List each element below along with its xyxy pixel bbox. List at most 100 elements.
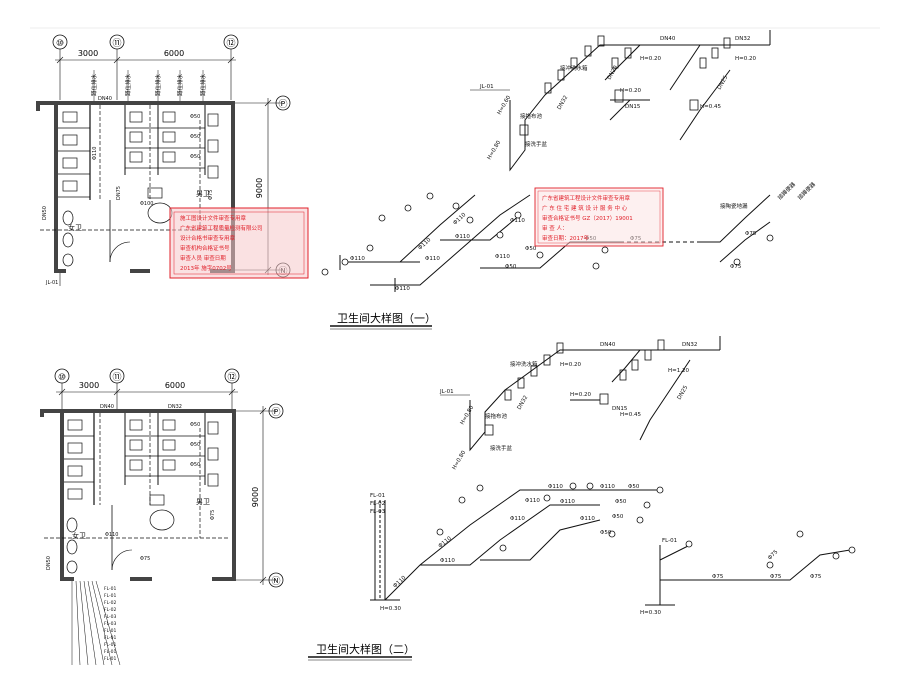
pipe-size-label: DN32 bbox=[682, 342, 697, 348]
pipe-label: Φ50 bbox=[190, 442, 200, 448]
axis-circle bbox=[268, 572, 284, 588]
riser-label: FL-01 bbox=[370, 493, 385, 499]
riser-label: JL-01 bbox=[439, 389, 454, 395]
grid-axes-top-1 bbox=[52, 34, 239, 50]
stamp-text: 审查合格证书号 GZ（2017）19001 bbox=[542, 214, 633, 222]
axis-label: ⑩ bbox=[58, 373, 66, 383]
riser-label: FL-03 bbox=[104, 621, 117, 627]
drawing-title: 卫生间大样图（二） bbox=[316, 642, 415, 656]
pipe-size-label: DN32 bbox=[735, 36, 750, 42]
dimension-line-right-2 bbox=[235, 406, 276, 585]
riser-label: FL-02 bbox=[104, 600, 117, 606]
note-label: 接陶瓷地漏 bbox=[720, 202, 748, 210]
note-label: 接蹲便器 bbox=[796, 180, 818, 202]
pipe-size-label: Φ110 bbox=[560, 499, 575, 505]
pipe-size-label: DN40 bbox=[660, 36, 676, 42]
height-label: H=0.20 bbox=[570, 392, 591, 398]
pipe-size-label: Φ75 bbox=[810, 574, 822, 580]
riser-label: FL-02 bbox=[104, 607, 117, 613]
axis-circle bbox=[275, 95, 291, 111]
height-label: H=0.80 bbox=[452, 449, 468, 471]
pipe-label: DN50 bbox=[46, 556, 52, 570]
pipe-size-label: Φ110 bbox=[425, 256, 440, 262]
fixture-markers-2 bbox=[484, 339, 665, 436]
dimension-text: 9000 bbox=[255, 178, 264, 198]
pipe-label: DN40 bbox=[100, 404, 114, 410]
pipe-size-label: Φ50 bbox=[600, 530, 612, 536]
drain-markers-2 bbox=[436, 482, 856, 569]
fixture-markers-1 bbox=[519, 35, 731, 136]
pipe-size-label: Φ110 bbox=[510, 516, 525, 522]
pipe-size-label: Φ75 bbox=[745, 231, 757, 237]
pipe-size-label: Φ110 bbox=[510, 218, 525, 224]
isometric-supply-2 bbox=[440, 336, 721, 452]
pipe-size-label: Φ110 bbox=[548, 484, 563, 490]
pipe-label: DN32 bbox=[168, 404, 182, 410]
riser-label: FL-01 bbox=[104, 593, 117, 599]
pipe-size-label: Φ110 bbox=[525, 498, 540, 504]
axis-label: ⑪ bbox=[112, 372, 121, 383]
pipe-label: Φ110 bbox=[92, 147, 98, 160]
note-label: 接冲洗水箱 bbox=[560, 64, 588, 72]
height-label: H=0.80 bbox=[487, 139, 503, 161]
pipe-size-label: Φ110 bbox=[417, 237, 432, 252]
stamp-text: 2013年 施字0702号 bbox=[180, 264, 232, 272]
height-label: H=1.20 bbox=[668, 368, 689, 374]
pipe-size-label: DN15 bbox=[625, 104, 641, 110]
pipe-size-label: DN15 bbox=[612, 406, 628, 412]
axis-label: Ⓟ bbox=[271, 407, 280, 418]
pipe-size-label: DN25 bbox=[677, 384, 690, 401]
height-label: H=0.30 bbox=[380, 606, 401, 612]
height-label: H=0.80 bbox=[460, 404, 476, 426]
dimension-text: 6000 bbox=[164, 49, 184, 58]
note-label: 接洗手盆 bbox=[490, 444, 513, 452]
sheet-1: ⑩ ⑪ ⑫ 3000 6000 Ⓟ Ⓝ 9000 bbox=[36, 30, 817, 330]
note-label: 接冲洗水箱 bbox=[510, 360, 538, 368]
riser-label: FL-01 bbox=[104, 586, 117, 592]
pipe-label: DN40 bbox=[98, 96, 112, 102]
height-label: H=0.30 bbox=[640, 610, 661, 616]
axis-label: Ⓝ bbox=[271, 576, 280, 587]
approval-stamp-left: 施工图设计文件审查专用章 广东省建筑工程质量检测有限公司 设计合格书审查专用章 … bbox=[169, 207, 309, 279]
pipe-size-label: Φ110 bbox=[580, 516, 595, 522]
pipe-size-label: Φ110 bbox=[395, 286, 410, 292]
riser-label: FL-01 bbox=[104, 628, 117, 634]
isometric-drain-2 bbox=[370, 489, 851, 606]
riser-label: FL-01 bbox=[104, 642, 117, 648]
drain-markers-1 bbox=[321, 192, 774, 276]
room-label: 女卫 bbox=[68, 223, 82, 232]
pipe-size-label: Φ110 bbox=[438, 535, 454, 549]
isometric-supply-1 bbox=[470, 30, 771, 172]
pipe-size-label: DN32 bbox=[517, 395, 530, 411]
isometric-drain-1 bbox=[339, 194, 771, 292]
supply-labels-1: DN40 DN32 DN32 DN25 DN20 DN15 H=0.20 H=0… bbox=[479, 36, 817, 210]
pipe-size-label: DN20 bbox=[607, 64, 620, 81]
room-label: 女卫 bbox=[72, 531, 86, 540]
height-label: H=0.20 bbox=[560, 362, 581, 368]
height-label: H=0.45 bbox=[700, 104, 721, 110]
floor-plan-1: 蹲位排水 蹲位排水 蹲位排水 蹲位排水 蹲位排水 DN40 Φ110 DN75 … bbox=[36, 70, 235, 286]
riser-label: FL-03 bbox=[370, 509, 386, 515]
stamp-text: 审查日期：2017年 bbox=[542, 234, 589, 242]
stamp-text: 施工图设计文件审查专用章 bbox=[180, 214, 247, 222]
riser-label: FL-01 bbox=[104, 656, 117, 662]
axis-label: Ⓟ bbox=[278, 99, 287, 110]
room-label: 男卫 bbox=[196, 498, 210, 506]
approval-stamp-right: 广东省建筑工程设计文件审查专用章 广 东 住 宅 建 筑 设 计 服 务 中 心… bbox=[534, 187, 664, 247]
riser-label: JL-01 bbox=[45, 280, 58, 286]
drain-labels-2: FL-01 FL-02 FL-03 FL-01 H=0.30 H=0.30 Φ1… bbox=[370, 484, 822, 616]
stamp-text: 广 东 住 宅 建 筑 设 计 服 务 中 心 bbox=[542, 204, 628, 212]
pipe-size-label: Φ110 bbox=[600, 484, 615, 490]
sheet-2: ⑩ ⑪ ⑫ 3000 6000 Ⓟ Ⓝ 9000 bbox=[40, 336, 856, 666]
pipe-size-label: Φ110 bbox=[440, 558, 455, 564]
room-label: 男卫 bbox=[196, 190, 210, 198]
dimension-text: 9000 bbox=[251, 487, 260, 507]
note-label: 接拖布池 bbox=[520, 112, 543, 120]
pipe-label: Φ100 bbox=[140, 201, 153, 207]
pipe-label: Φ75 bbox=[210, 510, 216, 520]
stamp-text: 设计合格书审查专用章 bbox=[180, 234, 236, 242]
pipe-label: Φ50 bbox=[190, 154, 200, 160]
pipe-label: DN50 bbox=[42, 206, 48, 220]
dimension-line-top-2 bbox=[56, 383, 238, 410]
